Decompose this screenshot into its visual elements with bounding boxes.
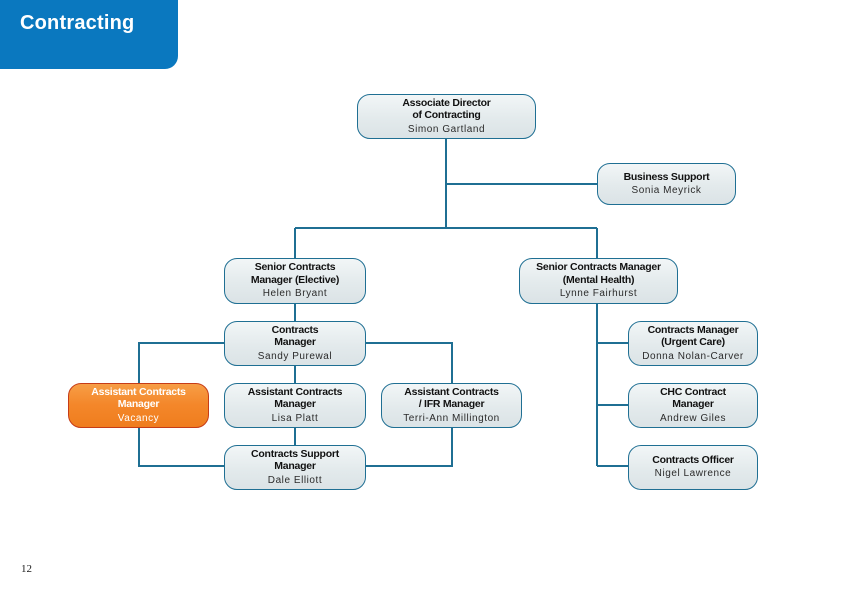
node-contracts-manager-urgent-care[interactable]: Contracts Manager (Urgent Care) Donna No… bbox=[628, 321, 758, 366]
node-role: Contracts Support Manager bbox=[251, 447, 339, 473]
node-person: Sandy Purewal bbox=[257, 350, 333, 362]
node-senior-contracts-manager-elective[interactable]: Senior Contracts Manager (Elective) Hele… bbox=[224, 258, 366, 304]
node-person: Nigel Lawrence bbox=[654, 468, 732, 480]
node-contracts-manager[interactable]: Contracts Manager Sandy Purewal bbox=[224, 321, 366, 366]
node-role: Associate Director of Contracting bbox=[402, 96, 491, 122]
node-assistant-contracts-manager-vacancy[interactable]: Assistant Contracts Manager Vacancy bbox=[68, 383, 209, 428]
node-role: Contracts Manager bbox=[271, 323, 319, 349]
node-person: Terri-Ann Millington bbox=[403, 412, 500, 424]
node-person: Lisa Platt bbox=[271, 412, 319, 424]
node-person: Simon Gartland bbox=[407, 123, 486, 135]
slide-title-banner: Contracting bbox=[0, 0, 178, 69]
node-role: Business Support bbox=[623, 170, 710, 183]
node-person: Helen Bryant bbox=[262, 288, 328, 300]
node-role: Assistant Contracts / IFR Manager bbox=[404, 385, 499, 411]
node-role: Assistant Contracts Manager bbox=[91, 385, 186, 411]
node-contracts-support-manager[interactable]: Contracts Support Manager Dale Elliott bbox=[224, 445, 366, 490]
node-role: Contracts Manager (Urgent Care) bbox=[647, 323, 739, 349]
node-person: Donna Nolan-Carver bbox=[642, 350, 744, 362]
page-number: 12 bbox=[21, 563, 32, 575]
node-business-support[interactable]: Business Support Sonia Meyrick bbox=[597, 163, 736, 205]
edge-associate-director-business-support bbox=[445, 139, 597, 185]
node-contracts-officer[interactable]: Contracts Officer Nigel Lawrence bbox=[628, 445, 758, 490]
node-role: Senior Contracts Manager (Elective) bbox=[250, 261, 340, 286]
node-person: Andrew Giles bbox=[659, 412, 727, 424]
node-assistant-contracts-manager[interactable]: Assistant Contracts Manager Lisa Platt bbox=[224, 383, 366, 428]
edge-mental-health-spine bbox=[596, 304, 628, 467]
page-title: Contracting bbox=[20, 12, 135, 34]
node-chc-contract-manager[interactable]: CHC Contract Manager Andrew Giles bbox=[628, 383, 758, 428]
node-senior-contracts-manager-mental-health[interactable]: Senior Contracts Manager (Mental Health)… bbox=[519, 258, 678, 304]
node-person: Dale Elliott bbox=[267, 474, 323, 486]
edge-associate-director-senior-split bbox=[294, 139, 598, 258]
node-assistant-contracts-ifr-manager[interactable]: Assistant Contracts / IFR Manager Terri-… bbox=[381, 383, 522, 428]
node-role: Assistant Contracts Manager bbox=[247, 385, 343, 411]
node-associate-director[interactable]: Associate Director of Contracting Simon … bbox=[357, 94, 536, 139]
node-role: Contracts Officer bbox=[652, 454, 734, 467]
node-person: Lynne Fairhurst bbox=[559, 288, 638, 300]
node-role: Senior Contracts Manager (Mental Health) bbox=[536, 261, 661, 286]
node-person: Sonia Meyrick bbox=[631, 184, 702, 196]
node-role: CHC Contract Manager bbox=[660, 385, 726, 411]
node-person: Vacancy bbox=[117, 412, 160, 424]
